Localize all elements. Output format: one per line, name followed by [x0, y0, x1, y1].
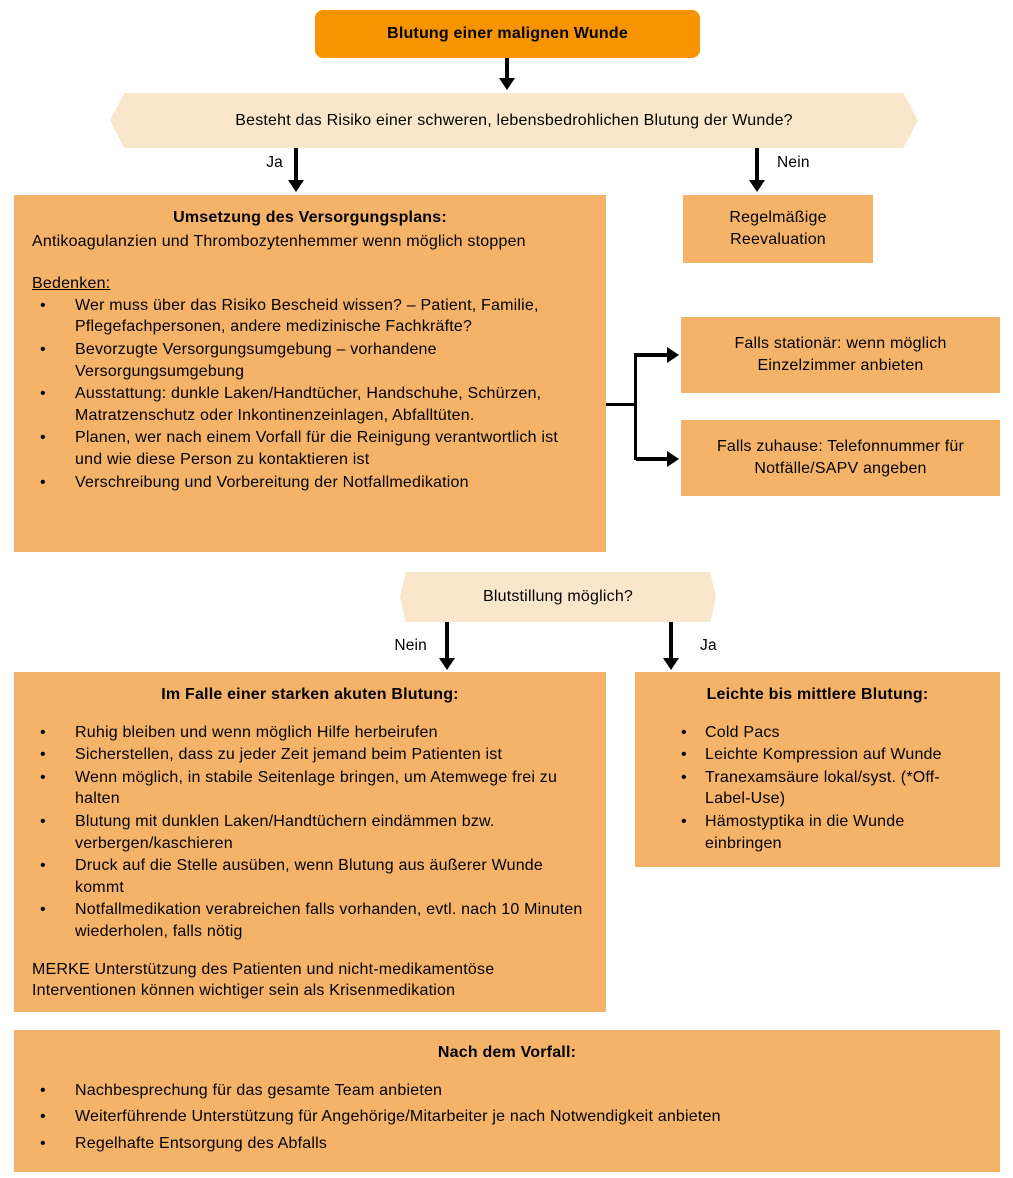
acute-bleeding-list: Ruhig bleiben und wenn möglich Hilfe her… [32, 722, 588, 943]
spacer [32, 252, 588, 273]
reevaluation-label: Regelmäßige Reevaluation [729, 209, 827, 248]
list-item: Sicherstellen, dass zu jeder Zeit jemand… [32, 744, 588, 766]
list-item: Weiterführende Unterstützung für Angehör… [32, 1106, 982, 1128]
question2-label: Blutstillung möglich? [482, 588, 634, 606]
arrow-question1-no [755, 148, 759, 180]
question2-no-label: Nein [394, 637, 427, 654]
aftermath-title: Nach dem Vorfall: [437, 1044, 577, 1061]
list-item: Wer muss über das Risiko Bescheid wissen… [32, 295, 588, 338]
question1-banner: Besteht das Risiko einer schweren, leben… [110, 93, 918, 148]
care-plan-considerations-list: Wer muss über das Risiko Bescheid wissen… [32, 295, 588, 493]
list-item: Bevorzugte Versorgungsumgebung – vorhand… [32, 339, 588, 382]
reevaluation-box: Regelmäßige Reevaluation [683, 195, 873, 263]
connector-stub-line [606, 403, 636, 406]
arrow-question1-yes [294, 148, 298, 180]
list-item: Blutung mit dunklen Laken/Handtüchern ei… [32, 811, 588, 854]
arrow-to-zuhause-box [636, 457, 667, 461]
aftermath-box: Nach dem Vorfall: Nachbesprechung für da… [14, 1030, 1000, 1172]
list-item: Ausstattung: dunkle Laken/Handtücher, Ha… [32, 383, 588, 426]
question1-label: Besteht das Risiko einer schweren, leben… [235, 111, 793, 129]
zuhause-box: Falls zuhause: Telefonnummer für Notfäll… [681, 420, 1000, 496]
question2-yes-label: Ja [700, 637, 717, 654]
aftermath-list: Nachbesprechung für das gesamte Team anb… [32, 1080, 982, 1155]
zuhause-label: Falls zuhause: Telefonnummer für Notfäll… [716, 438, 965, 477]
list-item: Cold Pacs [653, 722, 982, 744]
acute-bleeding-title: Im Falle einer starken akuten Blutung: [161, 686, 459, 703]
list-item: Ruhig bleiben und wenn möglich Hilfe her… [32, 722, 588, 744]
light-bleeding-title: Leichte bis mittlere Blutung: [706, 686, 929, 703]
care-plan-intro: Antikoagulanzien und Thrombozytenhemmer … [32, 232, 526, 250]
start-node-label: Blutung einer malignen Wunde [387, 25, 628, 43]
list-item: Hämostyptika in die Wunde einbringen [653, 811, 982, 854]
question1-no-label: Nein [777, 154, 810, 171]
stationaer-label: Falls stationär: wenn möglich Einzelzimm… [734, 335, 947, 374]
arrow-start-to-question1 [505, 58, 509, 78]
arrow-question2-no [445, 622, 449, 658]
care-plan-title: Umsetzung des Versorgungsplans: [173, 209, 447, 226]
list-item: Verschreibung und Vorbereitung der Notfa… [32, 472, 588, 494]
care-plan-bedenken-label: Bedenken: [32, 275, 111, 293]
list-item: Tranexamsäure lokal/syst. (*Off-Label-Us… [653, 767, 982, 810]
arrow-to-stationaer-box [636, 353, 667, 357]
acute-bleeding-note: MERKE Unterstützung des Patienten und ni… [32, 960, 495, 1000]
connector-vertical-line [634, 353, 637, 460]
list-item: Leichte Kompression auf Wunde [653, 744, 982, 766]
start-node: Blutung einer malignen Wunde [315, 10, 700, 58]
list-item: Nachbesprechung für das gesamte Team anb… [32, 1080, 982, 1102]
care-plan-box: Umsetzung des Versorgungsplans: Antikoag… [14, 195, 606, 552]
arrow-question2-yes [669, 622, 673, 658]
question1-yes-label: Ja [266, 154, 283, 171]
light-bleeding-list: Cold Pacs Leichte Kompression auf Wunde … [653, 722, 982, 855]
light-bleeding-box: Leichte bis mittlere Blutung: Cold Pacs … [635, 672, 1000, 867]
question2-banner: Blutstillung möglich? [400, 572, 716, 622]
acute-bleeding-box: Im Falle einer starken akuten Blutung: R… [14, 672, 606, 1012]
list-item: Regelhafte Entsorgung des Abfalls [32, 1133, 982, 1155]
list-item: Wenn möglich, in stabile Seitenlage brin… [32, 767, 588, 810]
stationaer-box: Falls stationär: wenn möglich Einzelzimm… [681, 317, 1000, 393]
list-item: Druck auf die Stelle ausüben, wenn Blutu… [32, 855, 588, 898]
list-item: Notfallmedikation verabreichen falls vor… [32, 899, 588, 942]
list-item: Planen, wer nach einem Vorfall für die R… [32, 427, 588, 470]
